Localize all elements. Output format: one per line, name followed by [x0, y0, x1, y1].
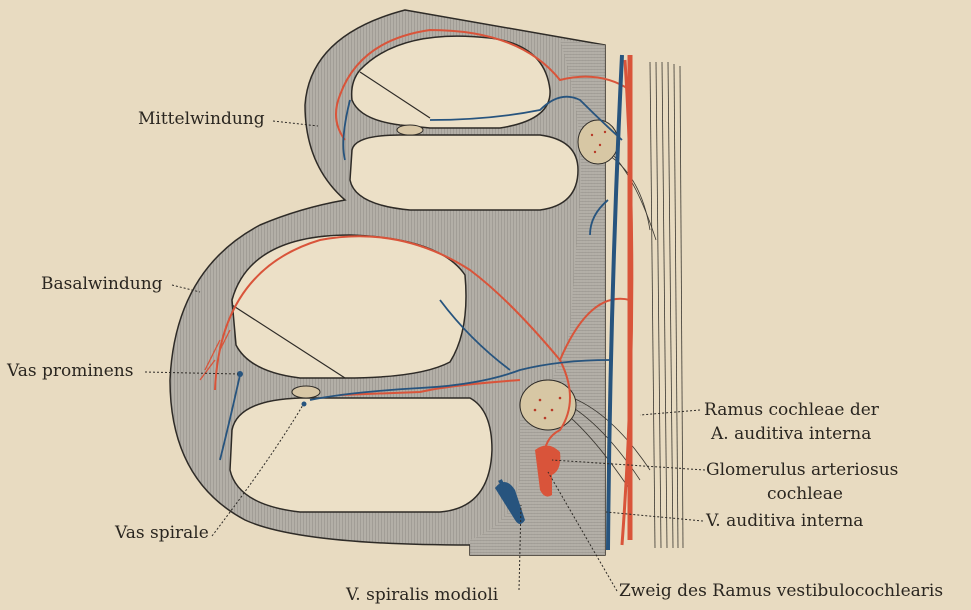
label-mittelwindung: Mittelwindung	[138, 109, 265, 129]
basal-turn-scala-tympani	[230, 398, 492, 512]
basal-turn-scala-vestibuli	[232, 235, 466, 378]
label-v-auditiva-interna: V. auditiva interna	[706, 511, 863, 531]
spiral-ganglion-basal	[520, 380, 576, 430]
label-zweig-ramus-vestibulocochlearis: Zweig des Ramus vestibulocochlearis	[619, 581, 943, 601]
label-glomerulus-line2: cochleae	[767, 484, 843, 504]
vas-spirale-dot	[302, 402, 307, 407]
organ-of-corti-basal	[292, 386, 320, 398]
label-vas-prominens: Vas prominens	[7, 361, 133, 381]
label-ramus-cochleae-line1: Ramus cochleae der	[704, 400, 879, 420]
label-glomerulus-line1: Glomerulus arteriosus	[706, 460, 898, 480]
label-vas-spirale: Vas spirale	[115, 523, 209, 543]
label-v-spiralis-modioli: V. spiralis modioli	[346, 585, 498, 605]
label-ramus-cochleae-line2: A. auditiva interna	[711, 424, 871, 444]
label-basalwindung: Basalwindung	[41, 274, 163, 294]
spiral-ganglion-middle	[578, 120, 618, 164]
organ-of-corti-middle	[397, 125, 423, 135]
middle-turn-scala-tympani	[350, 135, 578, 210]
